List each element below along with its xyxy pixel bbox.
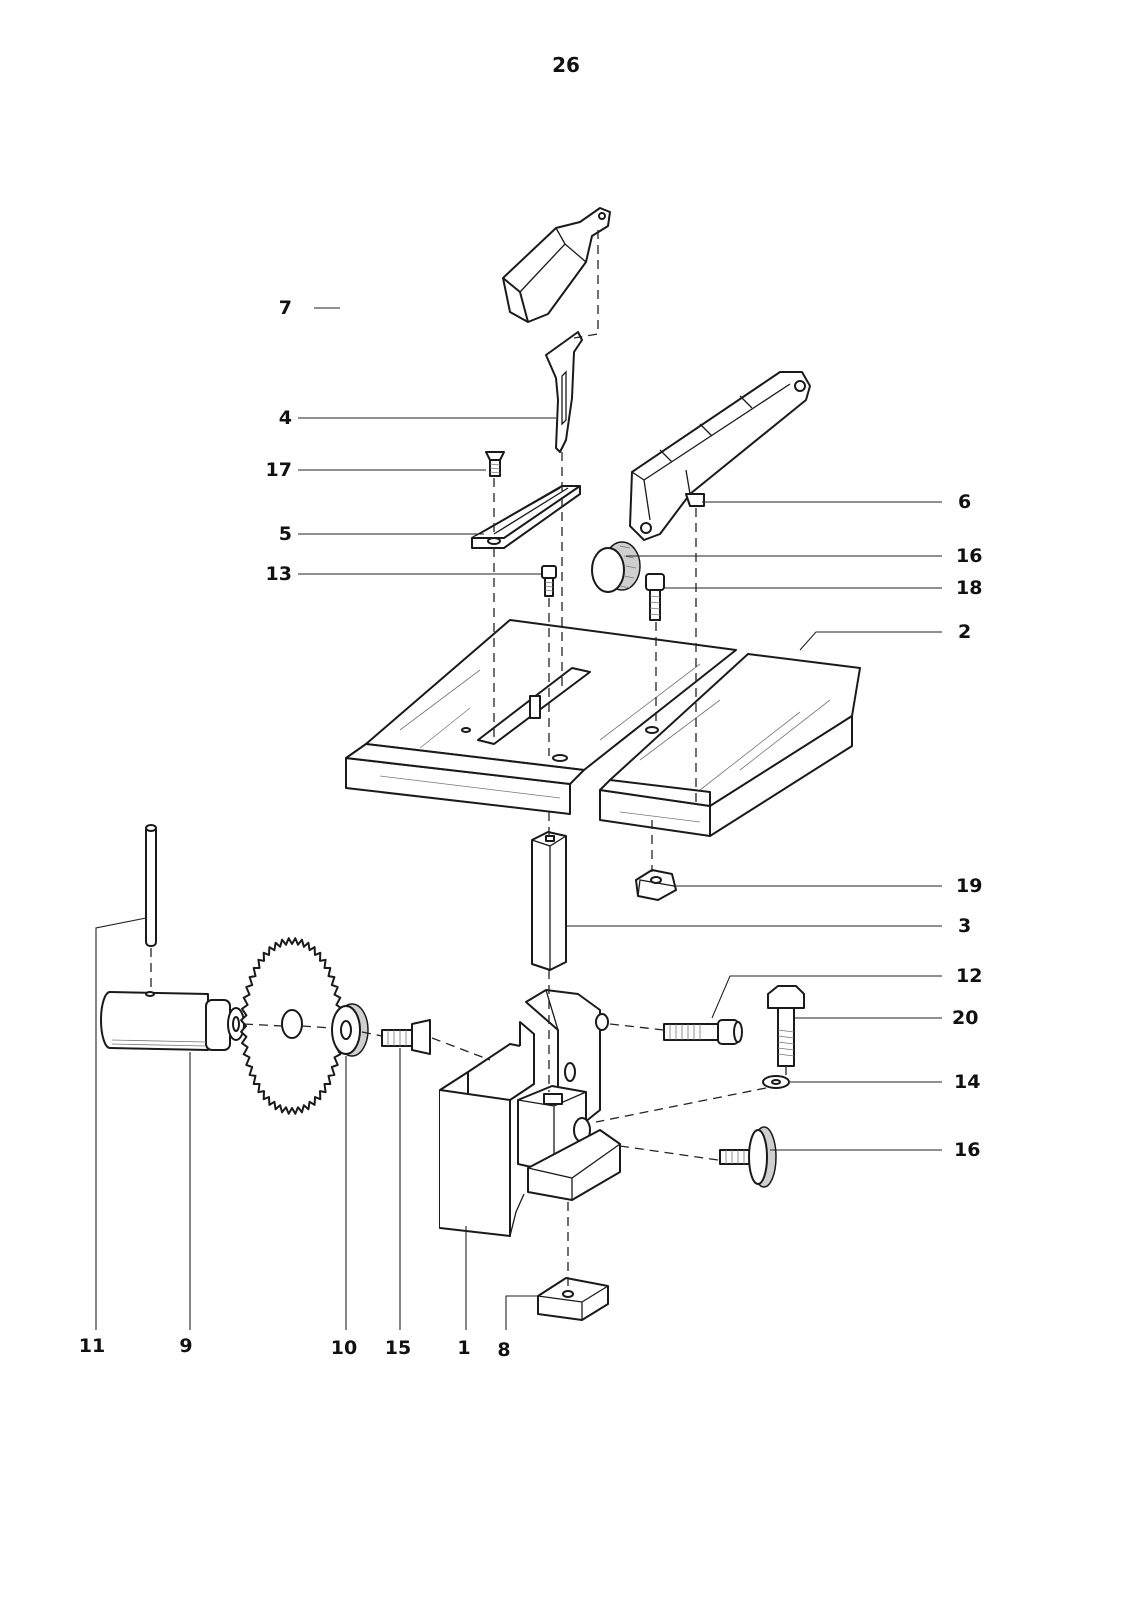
saw-blade	[240, 937, 344, 1115]
part-17-screw	[485, 451, 505, 477]
part-12-socket-bolt	[663, 1019, 743, 1045]
label-part-18: 18	[956, 577, 982, 599]
label-part-16-top: 16	[956, 545, 982, 567]
part-16-knurled-knob-top	[591, 541, 641, 593]
part-13-socket-screw	[541, 565, 557, 597]
label-part-2: 2	[958, 621, 971, 643]
label-part-20: 20	[952, 1007, 978, 1029]
label-part-15: 15	[385, 1337, 411, 1359]
label-part-3: 3	[958, 915, 971, 937]
label-part-1: 1	[457, 1337, 470, 1359]
part-1-housing	[439, 989, 621, 1237]
assembly-lines	[150, 230, 787, 1290]
label-part-11: 11	[79, 1335, 105, 1357]
part-11-pin	[145, 824, 157, 947]
label-part-14: 14	[954, 1071, 980, 1093]
label-part-12: 12	[956, 965, 982, 987]
label-part-5: 5	[279, 523, 292, 545]
part-8-block	[537, 1277, 609, 1321]
part-2-table	[345, 619, 861, 837]
part-5-rail	[471, 485, 581, 549]
label-part-7: 7	[279, 297, 292, 319]
part-15-screw	[381, 1019, 431, 1055]
label-part-9: 9	[179, 1335, 192, 1357]
label-part-4: 4	[279, 407, 292, 429]
part-4-riving-knife	[545, 331, 583, 453]
part-10-flange-nut	[331, 1003, 369, 1057]
part-19-t-nut	[635, 869, 677, 901]
part-20-hex-bolt	[767, 985, 805, 1067]
part-16-knurled-knob-bottom	[719, 1126, 777, 1188]
label-part-19: 19	[956, 875, 982, 897]
label-part-6: 6	[958, 491, 971, 513]
label-part-13: 13	[266, 563, 292, 585]
part-18-socket-screw	[645, 573, 665, 621]
part-6-guard-arm	[629, 371, 811, 541]
label-part-10: 10	[331, 1337, 357, 1359]
label-part-16-bottom: 16	[954, 1139, 980, 1161]
leader-lines	[95, 307, 942, 1330]
part-9-arbor	[100, 991, 245, 1051]
label-part-17: 17	[266, 459, 292, 481]
page-number: 26	[552, 53, 580, 77]
label-part-8: 8	[497, 1339, 510, 1361]
part-14-washer	[762, 1075, 790, 1089]
part-3-column	[531, 831, 567, 971]
part-7-blade-guard	[502, 207, 611, 323]
part-labels: 7 4 17 5 13 6 16 18 2 19 3 12 20 14 16 1…	[79, 297, 983, 1361]
